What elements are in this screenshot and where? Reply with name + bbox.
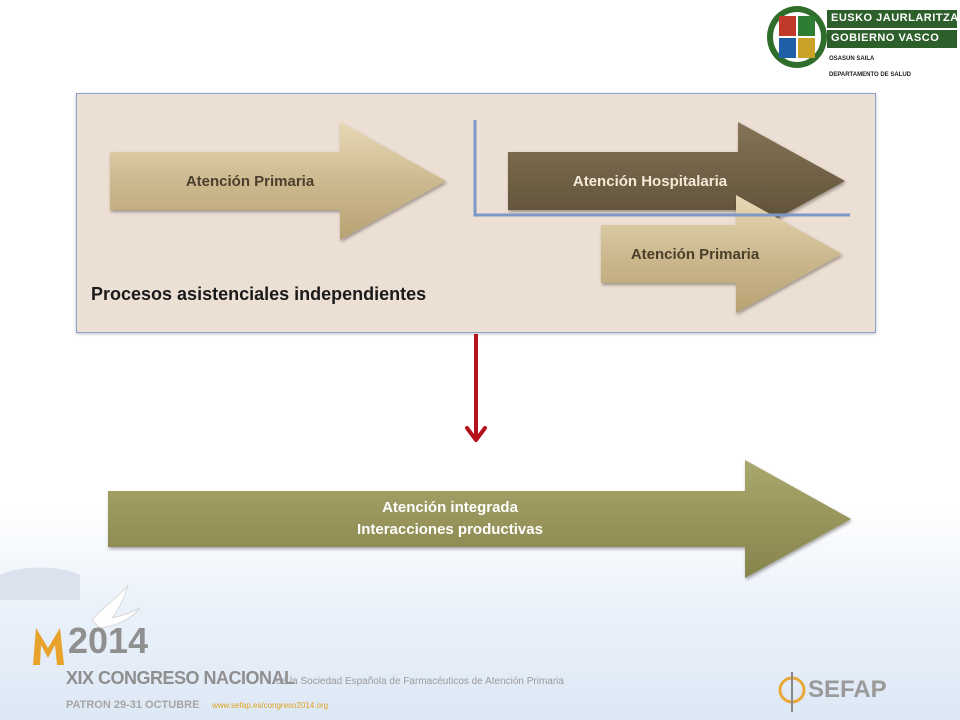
dept-line1: OSASUN SAILA <box>829 56 875 62</box>
sefap-logo-icon <box>778 672 806 712</box>
panel-caption: Procesos asistenciales independientes <box>91 284 427 304</box>
event-subtitle: de la Sociedad Española de Farmacéuticos… <box>276 676 564 687</box>
column-decoration-icon <box>0 567 80 600</box>
m2014-logo-icon <box>33 628 64 665</box>
arrow-primary-right <box>601 195 842 313</box>
dept-line2: DEPARTAMENTO DE SALUD <box>829 72 912 78</box>
logo-line2: GOBIERNO VASCO <box>831 32 940 44</box>
government-logo: EUSKO JAURLARITZA GOBIERNO VASCO OSASUN … <box>765 4 960 84</box>
event-url[interactable]: www.sefap.es/congreso2014.org <box>212 701 329 710</box>
coat-of-arms-icon <box>767 6 957 68</box>
integrated-care-line1: Atención integrada <box>382 499 518 516</box>
logo-line1: EUSKO JAURLARITZA <box>831 12 959 24</box>
event-year: 2014 <box>68 620 149 661</box>
event-title: XIX CONGRESO NACIONAL <box>66 668 295 688</box>
arrow-primary-left <box>110 122 446 240</box>
label-hospital: Atención Hospitalaria <box>572 173 728 190</box>
event-dates: PATRON 29-31 OCTUBRE <box>66 699 200 711</box>
connector-arrowhead-icon <box>465 426 487 442</box>
bird-icon <box>91 584 141 629</box>
arrow-integrated-care <box>108 460 851 578</box>
integrated-care-line2: Interacciones productivas <box>357 521 543 538</box>
label-primary-right: Atención Primaria <box>630 246 760 263</box>
bracket-line <box>473 120 850 217</box>
label-primary-left: Atención Primaria <box>185 173 315 190</box>
sefap-name: SEFAP <box>808 676 887 703</box>
